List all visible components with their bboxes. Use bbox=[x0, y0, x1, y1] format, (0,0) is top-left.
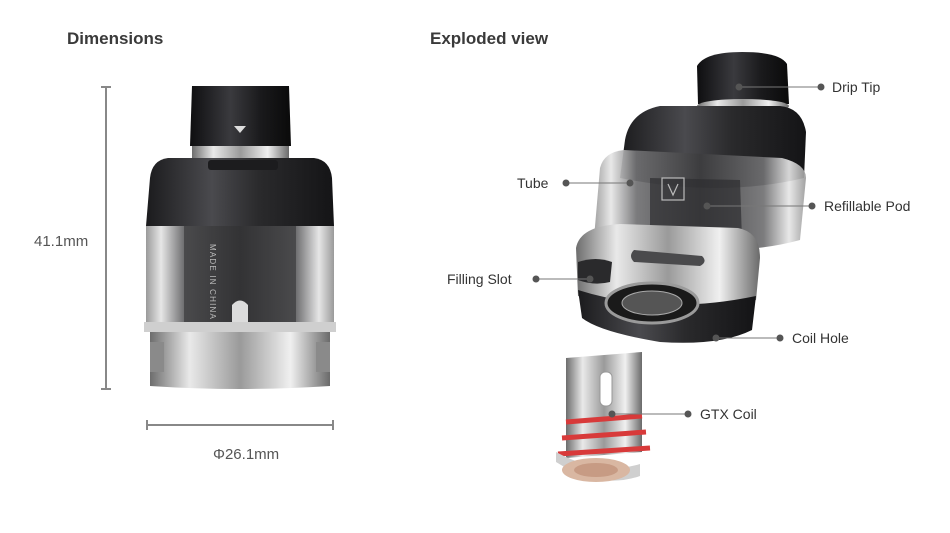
made-in-china-text: MADE IN CHINA bbox=[208, 244, 217, 320]
diameter-dimension-line bbox=[146, 420, 334, 430]
callout-coil-hole: Coil Hole bbox=[792, 330, 849, 346]
diameter-dimension-label: Φ26.1mm bbox=[213, 446, 280, 463]
callout-tube: Tube bbox=[517, 175, 549, 191]
dimensions-heading: Dimensions bbox=[67, 29, 164, 48]
pod-front-view: MADE IN CHINA bbox=[144, 86, 336, 389]
callout-drip-tip: Drip Tip bbox=[832, 79, 881, 95]
pod-exploded-tank bbox=[576, 52, 806, 343]
callout-filling-slot: Filling Slot bbox=[447, 271, 512, 287]
exploded-view-heading: Exploded view bbox=[430, 29, 549, 48]
brand-logo-icon bbox=[661, 177, 685, 201]
callout-gtx-coil: GTX Coil bbox=[700, 406, 757, 422]
callout-leaders bbox=[536, 86, 821, 415]
triangle-marker-icon bbox=[234, 126, 246, 133]
callout-dots bbox=[532, 83, 825, 418]
callout-refillable-pod: Refillable Pod bbox=[824, 198, 911, 214]
height-dimension-line bbox=[101, 86, 111, 390]
gtx-coil bbox=[556, 352, 651, 482]
height-dimension-label: 41.1mm bbox=[34, 233, 89, 250]
